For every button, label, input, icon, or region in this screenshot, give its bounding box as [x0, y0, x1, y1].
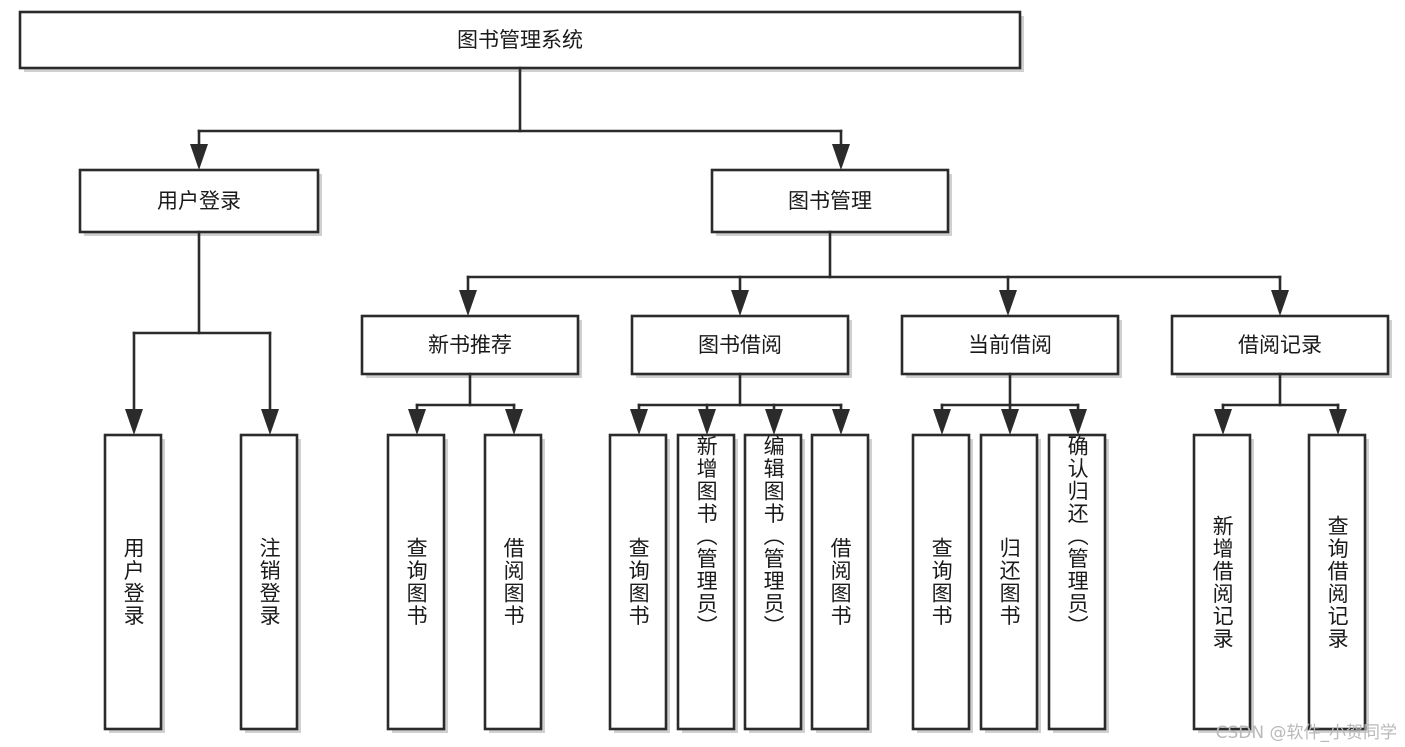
connector-new-book-recommend-to-leaves — [408, 372, 523, 435]
arrow-head-icon — [459, 290, 477, 316]
arrow-head-icon — [765, 409, 783, 435]
leaf-book-borrow-0[interactable] — [608, 433, 670, 733]
node-root-label: 图书管理系统 — [457, 28, 583, 52]
arrow-head-icon — [731, 290, 749, 316]
node-new-book-recommend[interactable]: 新书推荐 — [360, 314, 582, 378]
arrow-head-icon — [505, 409, 523, 435]
leaf-current-borrow-0[interactable] — [911, 433, 973, 733]
leaf-user-login-1[interactable] — [239, 433, 301, 733]
arrow-head-icon — [1069, 409, 1087, 435]
node-root[interactable]: 图书管理系统 — [18, 10, 1024, 72]
arrow-head-icon — [261, 409, 279, 435]
connector-root-to-level2 — [190, 66, 850, 170]
connector-book-management-to-level3 — [459, 230, 1289, 316]
arrow-head-icon — [933, 409, 951, 435]
leaf-borrow-record-0[interactable] — [1192, 433, 1254, 733]
leaf-book-borrow-1[interactable] — [676, 433, 738, 733]
arrow-head-icon — [630, 409, 648, 435]
node-book-borrow[interactable]: 图书借阅 — [630, 314, 852, 378]
arrow-head-icon — [125, 409, 143, 435]
node-user-login-label: 用户登录 — [157, 189, 241, 213]
arrow-head-icon — [999, 290, 1017, 316]
connector-book-borrow-to-leaves — [630, 372, 850, 435]
node-book-management[interactable]: 图书管理 — [710, 168, 952, 236]
connector-user-login-to-leaves — [125, 230, 279, 435]
connector-borrow-record-to-leaves — [1214, 372, 1347, 435]
arrow-head-icon — [832, 144, 850, 170]
arrow-head-icon — [1271, 290, 1289, 316]
watermark-text: CSDN @软件_小贺同学 — [1215, 723, 1397, 743]
leaf-book-borrow-2[interactable] — [743, 433, 805, 733]
arrow-head-icon — [698, 409, 716, 435]
connector-current-borrow-to-leaves — [933, 372, 1087, 435]
node-user-login[interactable]: 用户登录 — [78, 168, 322, 236]
leaf-user-login-0[interactable] — [103, 433, 165, 733]
node-book-management-label: 图书管理 — [788, 189, 872, 213]
arrow-head-icon — [408, 409, 426, 435]
leaf-new-book-recommend-1[interactable] — [483, 433, 545, 733]
arrow-head-icon — [832, 409, 850, 435]
leaf-current-borrow-1[interactable] — [979, 433, 1041, 733]
node-current-borrow[interactable]: 当前借阅 — [900, 314, 1122, 378]
leaf-borrow-record-1[interactable] — [1307, 433, 1369, 733]
node-borrow-record[interactable]: 借阅记录 — [1170, 314, 1392, 378]
node-borrow-record-label: 借阅记录 — [1238, 333, 1322, 357]
leaf-book-borrow-3[interactable] — [810, 433, 872, 733]
node-book-borrow-label: 图书借阅 — [698, 333, 782, 357]
node-current-borrow-label: 当前借阅 — [968, 333, 1052, 357]
arrow-head-icon — [1001, 409, 1019, 435]
node-new-book-recommend-label: 新书推荐 — [428, 333, 512, 357]
leaf-current-borrow-2[interactable] — [1047, 433, 1109, 733]
arrow-head-icon — [1329, 409, 1347, 435]
leaf-new-book-recommend-0[interactable] — [386, 433, 448, 733]
arrow-head-icon — [1214, 409, 1232, 435]
arrow-head-icon — [190, 144, 208, 170]
